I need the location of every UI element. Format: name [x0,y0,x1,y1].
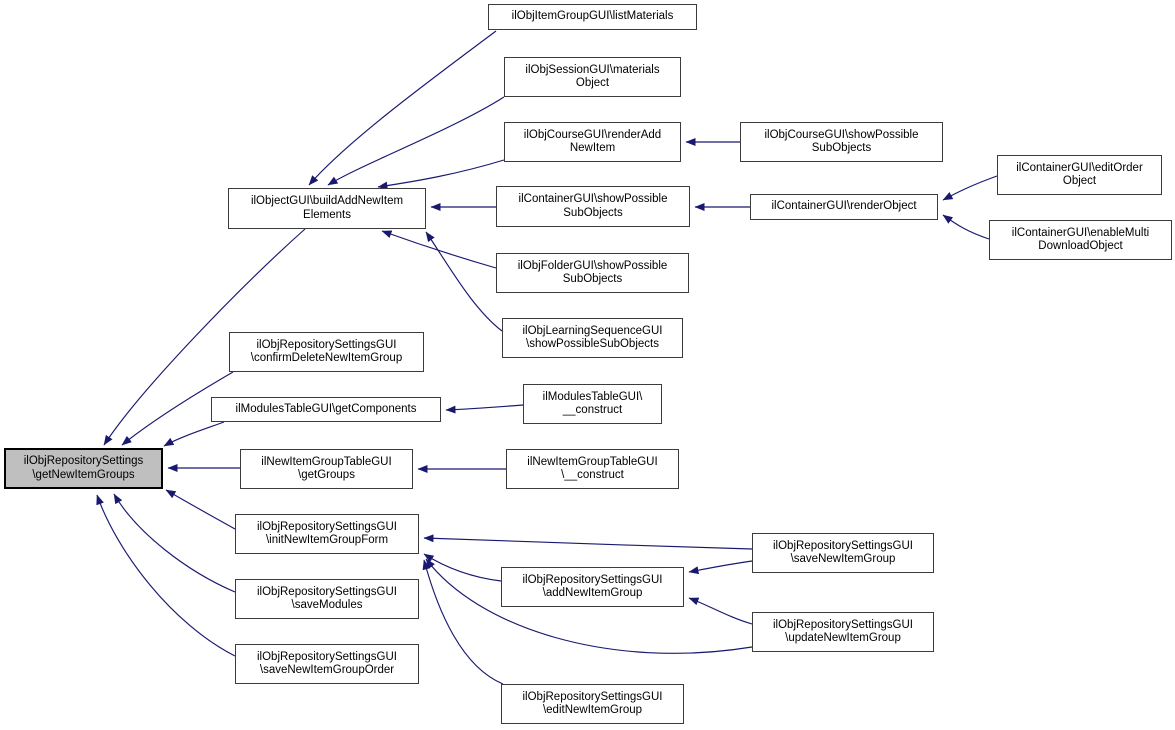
graph-node-saveModules[interactable]: ilObjRepositorySettingsGUI\saveModules [235,579,419,619]
graph-node-learningSequenceShowPossibleSubObjects[interactable]: ilObjLearningSequenceGUI\showPossibleSub… [502,318,683,358]
graph-node-label: ilObjRepositorySettingsGUI [522,573,663,586]
graph-node-label: ilObjRepositorySettings [23,455,144,467]
edge-addNewItemGroup-to-initNewItemGroupForm [423,553,502,582]
edge-folderShowPossibleSubObjects-to-buildAddNewItemElements [381,230,497,269]
graph-node-label: SubObjects [563,206,623,219]
graph-node-addNewItemGroup[interactable]: ilObjRepositorySettingsGUI\addNewItemGro… [501,567,684,607]
graph-node-modulesTableConstruct[interactable]: ilModulesTableGUI\__construct [523,384,662,424]
edge-saveModules-to-getNewItemGroups [113,493,236,593]
graph-node-label: \showPossibleSubObjects [526,338,659,350]
graph-node-label: ilObjItemGroupGUI\listMaterials [511,10,674,23]
graph-node-label: \__construct [561,469,624,481]
edge-getComponents-to-getNewItemGroups [163,421,225,447]
graph-node-label: \editNewItemGroup [542,704,643,716]
graph-node-label: ilObjRepositorySettingsGUI [257,585,397,598]
graph-node-label: \addNewItemGroup [542,587,643,599]
graph-node-saveNewItemGroupOrder[interactable]: ilObjRepositorySettingsGUI\saveNewItemGr… [235,644,419,684]
edge-saveNewItemGroupOrder-to-getNewItemGroups [96,494,236,657]
edge-learningSequenceShowPossibleSubObjects-to-buildAddNewItemElements [425,231,503,332]
edge-confirmDeleteNewItemGroup-to-getNewItemGroups [121,371,234,446]
edge-enableMultiDownloadObject-to-containerRenderObject [942,214,990,240]
graph-node-label: SubObjects [562,273,623,285]
edge-modulesTableConstruct-to-getComponents [445,404,524,414]
graph-node-label: \getNewItemGroups [32,468,135,481]
graph-node-newItemGroupTableConstruct[interactable]: ilNewItemGroupTableGUI\__construct [506,449,679,489]
graph-node-label: \updateNewItemGroup [785,632,901,644]
graph-node-label: ilObjectGUI\buildAddNewItem [250,195,404,207]
graph-node-getGroups[interactable]: ilNewItemGroupTableGUI\getGroups [240,449,413,489]
graph-node-label: ilModulesTableGUI\getComponents [235,402,417,415]
edges-group [96,30,998,685]
graph-node-saveNewItemGroup[interactable]: ilObjRepositorySettingsGUI\saveNewItemGr… [752,533,934,573]
graph-node-label: ilContainerGUI\renderObject [771,200,917,213]
graph-node-label: ilObjCourseGUI\showPossible [764,128,919,141]
graph-node-label: __construct [562,404,623,416]
graph-node-editNewItemGroup[interactable]: ilObjRepositorySettingsGUI\editNewItemGr… [501,684,684,724]
graph-node-initNewItemGroupForm[interactable]: ilObjRepositorySettingsGUI\initNewItemGr… [235,514,419,554]
graph-node-label: NewItem [569,142,616,154]
graph-node-confirmDeleteNewItemGroup[interactable]: ilObjRepositorySettingsGUI\confirmDelete… [229,332,424,372]
edge-buildAddNewItemElements-to-getNewItemGroups [103,228,306,446]
edge-updateNewItemGroup-to-addNewItemGroup [688,597,753,625]
edge-editNewItemGroup-to-initNewItemGroupForm [422,559,504,685]
graph-node-label: ilObjSessionGUI\materials [525,63,660,76]
graph-node-label: ilObjRepositorySettingsGUI [257,650,397,663]
graph-node-getNewItemGroups[interactable]: ilObjRepositorySettings\getNewItemGroups [4,448,163,489]
graph-node-label: SubObjects [811,142,872,154]
graph-node-label: DownloadObject [1038,240,1123,252]
graph-node-getComponents[interactable]: ilModulesTableGUI\getComponents [211,397,441,422]
graph-node-containerRenderObject[interactable]: ilContainerGUI\renderObject [750,194,938,220]
edge-listMaterials-to-buildAddNewItemElements [308,30,497,186]
graph-node-label: \saveNewItemGroup [790,553,896,565]
edge-initNewItemGroupForm-to-getNewItemGroups [165,489,236,530]
graph-node-label: ilObjCourseGUI\renderAdd [523,128,662,141]
graph-node-label: \initNewItemGroupForm [265,534,389,546]
graph-node-listMaterials[interactable]: ilObjItemGroupGUI\listMaterials [488,4,697,30]
graph-node-label: ilObjFolderGUI\showPossible [517,259,668,272]
graph-node-updateNewItemGroup[interactable]: ilObjRepositorySettingsGUI\updateNewItem… [752,612,934,652]
graph-node-label: \saveNewItemGroupOrder [259,664,395,676]
graph-node-label: ilModulesTableGUI\ [542,390,643,403]
graph-node-label: ilObjRepositorySettingsGUI [773,618,913,631]
edge-saveNewItemGroup-to-addNewItemGroup [688,560,753,575]
graph-node-label: Object [1062,175,1097,187]
graph-node-label: \getGroups [298,469,355,481]
graph-node-label: ilNewItemGroupTableGUI [261,455,392,468]
edge-updateNewItemGroup-to-initNewItemGroupForm [425,558,753,654]
graph-node-label: \saveModules [291,599,363,611]
edge-renderAddNewItem-to-buildAddNewItemElements [377,159,505,190]
graph-node-label: ilObjLearningSequenceGUI [522,324,663,337]
graph-node-label: \confirmDeleteNewItemGroup [250,352,403,364]
edge-saveNewItemGroup-to-initNewItemGroupForm [423,534,753,550]
graph-node-label: ilObjRepositorySettingsGUI [256,338,397,351]
edge-materialsObject-to-buildAddNewItemElements [327,96,505,186]
graph-node-label: ilObjRepositorySettingsGUI [522,690,663,703]
graph-node-label: ilObjRepositorySettingsGUI [773,539,913,552]
edge-editOrderObject-to-containerRenderObject [942,175,998,201]
graph-node-label: ilContainerGUI\editOrder [1016,161,1143,174]
graph-node-label: ilContainerGUI\showPossible [518,193,668,205]
graph-node-label: ilObjRepositorySettingsGUI [257,520,397,533]
graph-node-label: Object [575,77,610,89]
graph-node-label: ilNewItemGroupTableGUI [527,455,658,468]
graph-node-label: Elements [303,208,351,221]
graph-node-label: ilContainerGUI\enableMulti [1011,226,1150,239]
